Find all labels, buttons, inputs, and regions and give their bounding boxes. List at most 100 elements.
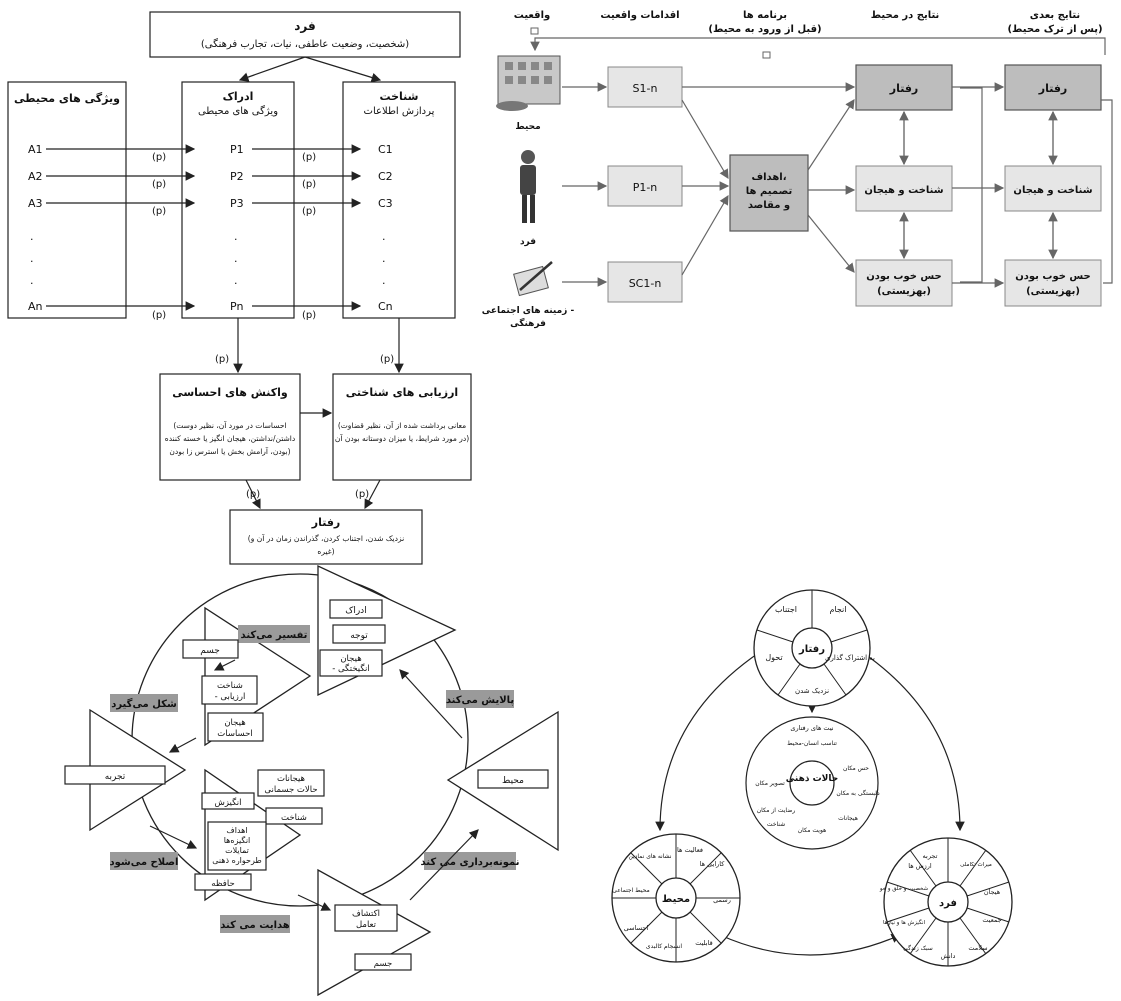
later-cognition-box: [1004, 165, 1102, 212]
input-box-s: [607, 66, 683, 108]
goals-line-1: اهداف،: [752, 172, 787, 183]
environment-box: [477, 769, 549, 789]
emotional-title: واکنش های احساسی: [172, 386, 288, 399]
header-programs-sub: (قبل از ورود به محیط): [708, 24, 821, 35]
input-label-s: S1-n: [633, 82, 658, 95]
verb-formed: شکل می‌گیرد: [111, 697, 177, 710]
person-icon: [520, 150, 536, 223]
env-wellbeing-sub: (بهزیستی): [877, 286, 931, 297]
environment-features-column: [7, 81, 127, 319]
input-label-p: P1-n: [633, 181, 658, 194]
person-seg-lifestyle: سبک زندگی: [903, 944, 933, 952]
document-pen-icon: [513, 261, 553, 297]
p-label: (p): [302, 206, 316, 217]
perc-item-dot-1: .: [234, 230, 238, 243]
mid-box-motives: انگیزه‌ها: [224, 835, 251, 845]
icon-label-environment: محیط: [515, 122, 540, 132]
mental-seg-7: تصویر مکان: [755, 780, 785, 787]
verb-modified: اصلاح می‌شود: [110, 857, 179, 868]
emotional-text-1: (احساسات در مورد آن، نظیر دوست: [173, 420, 286, 430]
left-box-emotion: هیجان: [224, 718, 245, 728]
p-label: (p): [152, 179, 166, 190]
top-box-emotion: هیجان: [340, 654, 361, 664]
icon-label-sociocultural-2: فرهنگی: [510, 317, 546, 329]
verb-refines-box: [446, 690, 514, 708]
goals-schema-box: [207, 821, 267, 871]
memory-box: [194, 873, 252, 891]
body-box-top: [182, 639, 239, 659]
diagram-actions-results: واقعیت اقدامات واقعیت برنامه ها (قبل از …: [482, 10, 1113, 329]
later-behavior-label: رفتار: [1038, 82, 1068, 95]
motivation-box: [201, 792, 255, 810]
perception-small-box: [329, 599, 383, 619]
experience-label: تجربه: [105, 772, 126, 782]
emotional-text-3: بودن، آرامش بخش یا استرس زا بودن): [169, 446, 290, 456]
emotional-reactions-box: [159, 373, 301, 481]
attention-small-box: [332, 624, 386, 644]
diagram-perception-flow: فرد (شخصیت، وضعیت عاطفی، نیات، تجارب فره…: [7, 11, 472, 565]
wheel-person-center: فرد: [939, 898, 957, 909]
emotion-feelings-box: [207, 712, 264, 742]
left-box-appraisal: - ارزیابی: [215, 692, 246, 702]
env-wellbeing-label: حس خوب بودن: [866, 271, 942, 282]
mental-seg-8: شناخت: [767, 821, 785, 828]
env-seg-formal: رسمی: [713, 896, 731, 904]
behavior-seg-approach: نزدیک شدن: [795, 687, 829, 695]
env-column-title: ویژگی های محیطی: [14, 92, 120, 105]
top-box-perception: ادراک: [345, 605, 366, 616]
verb-interprets: تفسیر می‌کند: [241, 630, 308, 641]
mental-seg-1: تناسب انسان-محیط: [787, 740, 837, 747]
cog-item-dot-3: .: [382, 274, 386, 287]
header-reality-actions: اقدامات واقعیت: [600, 10, 679, 21]
p-label: (p): [152, 206, 166, 217]
env-item-dot-1: .: [30, 230, 34, 243]
icon-label-sociocultural: زمینه های اجتماعی -: [482, 306, 575, 316]
header-programs: برنامه ها: [743, 10, 787, 21]
env-item-3: A3: [28, 197, 43, 210]
p-label: (p): [355, 489, 369, 500]
mid-box-emotions: هیجانات: [277, 774, 305, 784]
verb-refines: پالایش می‌کند: [446, 695, 515, 706]
behavior-seg-avoid: اجتناب: [775, 605, 797, 614]
p-label: (p): [302, 179, 316, 190]
env-cognition-box: [855, 165, 953, 212]
top-box-arousal: - انگیختگی: [332, 663, 370, 674]
left-box-cognition: شناخت: [217, 681, 243, 691]
person-subtitle: (شخصیت، وضعیت عاطفی، نیات، تجارب فرهنگی): [201, 38, 409, 50]
behavior-seg-transform: تحول: [765, 653, 782, 662]
cog-item-dot-2: .: [382, 252, 386, 265]
env-seg-functions: کارایی ها: [700, 860, 726, 868]
mental-seg-0: نیت های رفتاری: [790, 724, 833, 732]
experience-box: [64, 765, 166, 785]
mental-seg-4: هیجانات: [838, 815, 858, 822]
goals-line-3: و مقاصد: [748, 200, 790, 211]
p-label: (p): [152, 310, 166, 321]
top-box-attention: توجه: [350, 631, 368, 641]
mental-seg-6: رضایت از مکان: [757, 807, 796, 814]
diagram-experience-cycle: تفسیر می‌کند شکل می‌گیرد اصلاح می‌شود هد…: [64, 564, 559, 997]
mental-seg-5: هویت مکان: [798, 827, 827, 834]
perception-column: [181, 81, 295, 319]
later-behavior-box: [1004, 64, 1102, 111]
env-seg-activities: فعالیت ها: [677, 846, 703, 854]
env-cognition-label: شناخت و هیجان: [864, 185, 943, 196]
cognition-appraisal-box: [201, 675, 258, 705]
env-seg-social: محیط اجتماعی: [612, 887, 650, 894]
cognition-title: شناخت: [379, 90, 418, 103]
body-box-bottom: [354, 953, 412, 971]
env-seg-symbolic: نشانه های نمادین: [628, 853, 671, 860]
person-seg-evolution: میراث تکاملی: [960, 861, 992, 868]
env-item-n: An: [28, 300, 43, 313]
icon-label-person: فرد: [520, 237, 536, 247]
perc-item-3: P3: [230, 197, 244, 210]
mid-box-goals: اهداف: [226, 826, 247, 835]
person-seg-values: ارزش ها: [908, 862, 932, 870]
wheel-mental-center-1: حالات ذهنی: [786, 774, 838, 784]
p-label: (p): [215, 354, 229, 365]
cognition-column: [342, 81, 456, 319]
behavior-seg-doing: انجام: [829, 605, 846, 614]
verb-samples: نمونه‌برداری می کند: [421, 857, 520, 868]
env-behavior-box: [855, 64, 953, 111]
environment-label: محیط: [502, 776, 524, 786]
